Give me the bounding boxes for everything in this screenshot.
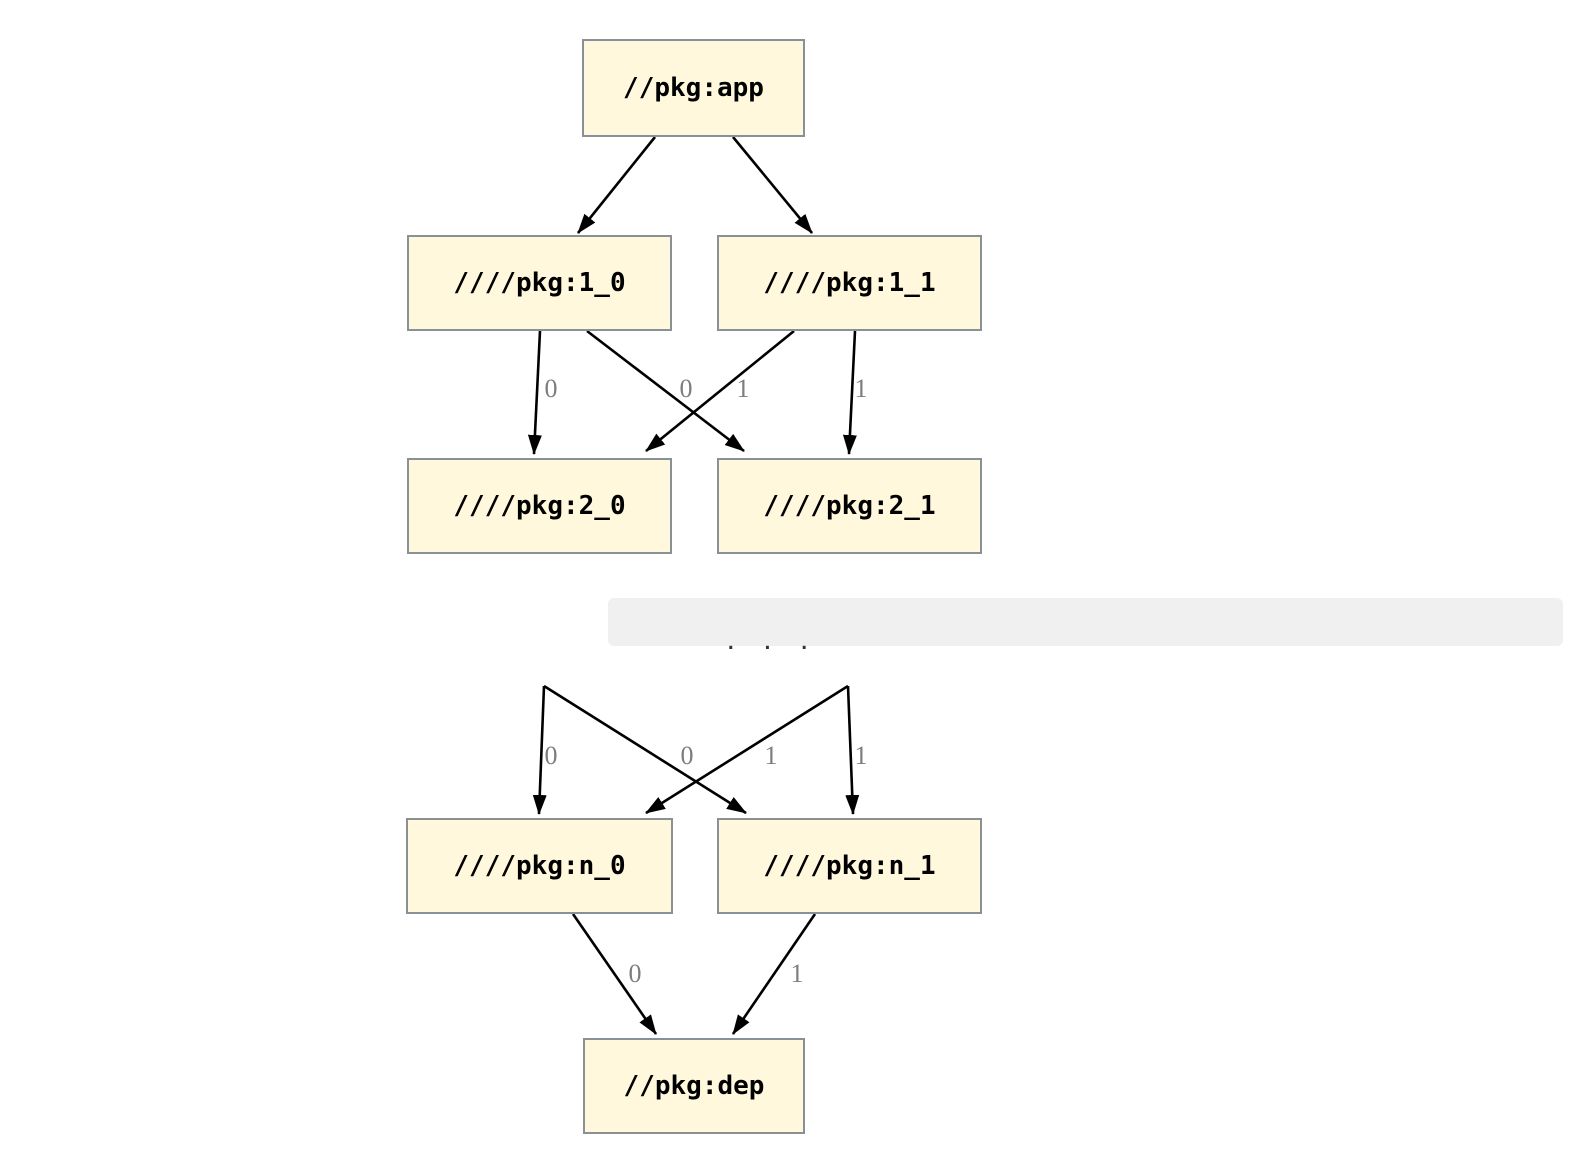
node-pkg-1_0: ////pkg:1_0 [407,235,672,331]
elided-levels-band: . . . [608,598,1563,653]
node-pkg-dep-label: //pkg:dep [623,1071,765,1101]
node-pkg-app-label: //pkg:app [623,73,764,103]
node-pkg-dep: //pkg:dep [583,1038,805,1134]
edge-1_0-to-2_1 [586,329,745,453]
edge-app-to-1_1 [731,136,814,234]
edge-label-elided_0-n_1: 1 [764,741,778,770]
node-pkg-2_1: ////pkg:2_1 [717,458,982,554]
edge-1_0-to-2_0 [527,330,542,455]
edge-label-n_0-dep: 0 [628,959,642,988]
edge-elided_1-to-n_0 [645,684,849,815]
edge-label-elided_1-n_0: 0 [680,741,694,770]
node-pkg-2_0: ////pkg:2_0 [407,458,672,554]
node-pkg-2_1-label: ////pkg:2_1 [763,491,936,521]
ellipsis-text: . . . [725,633,810,654]
edge-elided_0-to-n_1 [543,684,747,815]
edge-label-elided_0-n_0: 0 [544,741,558,770]
node-pkg-2_0-label: ////pkg:2_0 [453,491,626,521]
node-pkg-n_1-label: ////pkg:n_1 [763,851,936,881]
node-pkg-1_0-label: ////pkg:1_0 [453,268,626,298]
node-pkg-1_1-label: ////pkg:1_1 [763,268,936,298]
edge-label-1_1-2_1: 1 [854,374,868,403]
edge-label-1_0-2_0: 0 [544,374,558,403]
edge-label-1_0-2_1: 1 [736,374,750,403]
node-pkg-app: //pkg:app [582,39,805,137]
node-pkg-n_0-label: ////pkg:n_0 [453,851,626,881]
edge-n_0-to-dep [571,913,658,1035]
edge-label-elided_1-n_1: 1 [854,741,868,770]
edge-elided_0-to-n_0 [532,685,547,815]
edge-label-n_1-dep: 1 [790,959,804,988]
edge-label-1_1-2_0: 0 [679,374,693,403]
edge-app-to-1_0 [576,136,657,234]
node-pkg-n_1: ////pkg:n_1 [717,818,982,914]
node-pkg-n_0: ////pkg:n_0 [406,818,673,914]
edge-elided_1-to-n_1 [845,685,860,815]
edge-1_1-to-2_0 [645,329,795,453]
node-pkg-1_1: ////pkg:1_1 [717,235,982,331]
